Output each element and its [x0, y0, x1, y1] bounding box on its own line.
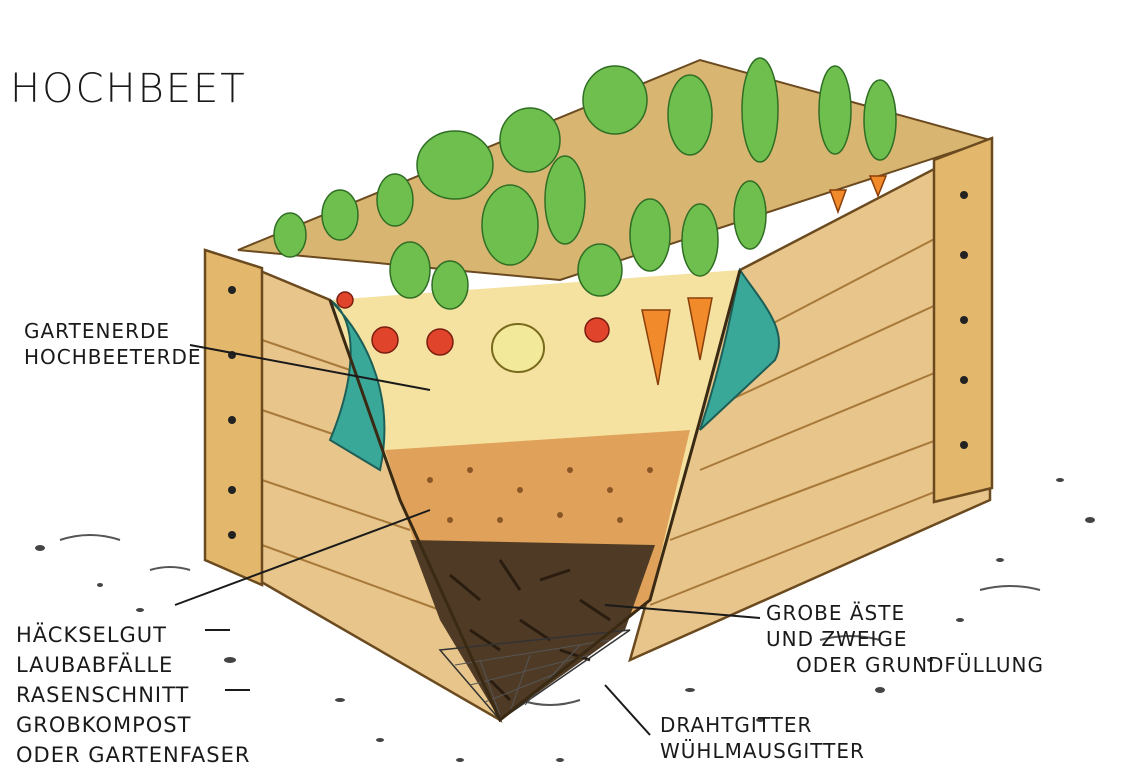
label-wire-line2: WÜHLMAUSGITTER: [660, 738, 865, 764]
label-branches-line2: UND ZWEIGE: [766, 626, 1044, 652]
label-branches-line1: GROBE ÄSTE: [766, 600, 1044, 626]
label-chips-line2: LAUBABFÄLLE: [16, 650, 250, 680]
label-chips-line5: ODER GARTENFASER: [16, 740, 250, 770]
label-chips-line1: HÄCKSELGUT: [16, 620, 250, 650]
label-wire: DRAHTGITTER WÜHLMAUSGITTER: [660, 712, 865, 764]
page-title: HOCHBEET: [10, 66, 247, 112]
label-chips: HÄCKSELGUT LAUBABFÄLLE RASENSCHNITT GROB…: [16, 620, 250, 770]
label-chips-line4: GROBKOMPOST: [16, 710, 250, 740]
label-garden-soil: GARTENERDE HOCHBEETERDE: [24, 318, 202, 370]
onion: [492, 324, 544, 372]
label-branches: GROBE ÄSTE UND ZWEIGE ODER GRUNDFÜLLUNG: [766, 600, 1044, 678]
label-chips-line3: RASENSCHNITT: [16, 680, 250, 710]
label-wire-line1: DRAHTGITTER: [660, 712, 865, 738]
label-garden-soil-line2: HOCHBEETERDE: [24, 344, 202, 370]
label-branches-line3: ODER GRUNDFÜLLUNG: [766, 652, 1044, 678]
label-garden-soil-line1: GARTENERDE: [24, 318, 202, 344]
